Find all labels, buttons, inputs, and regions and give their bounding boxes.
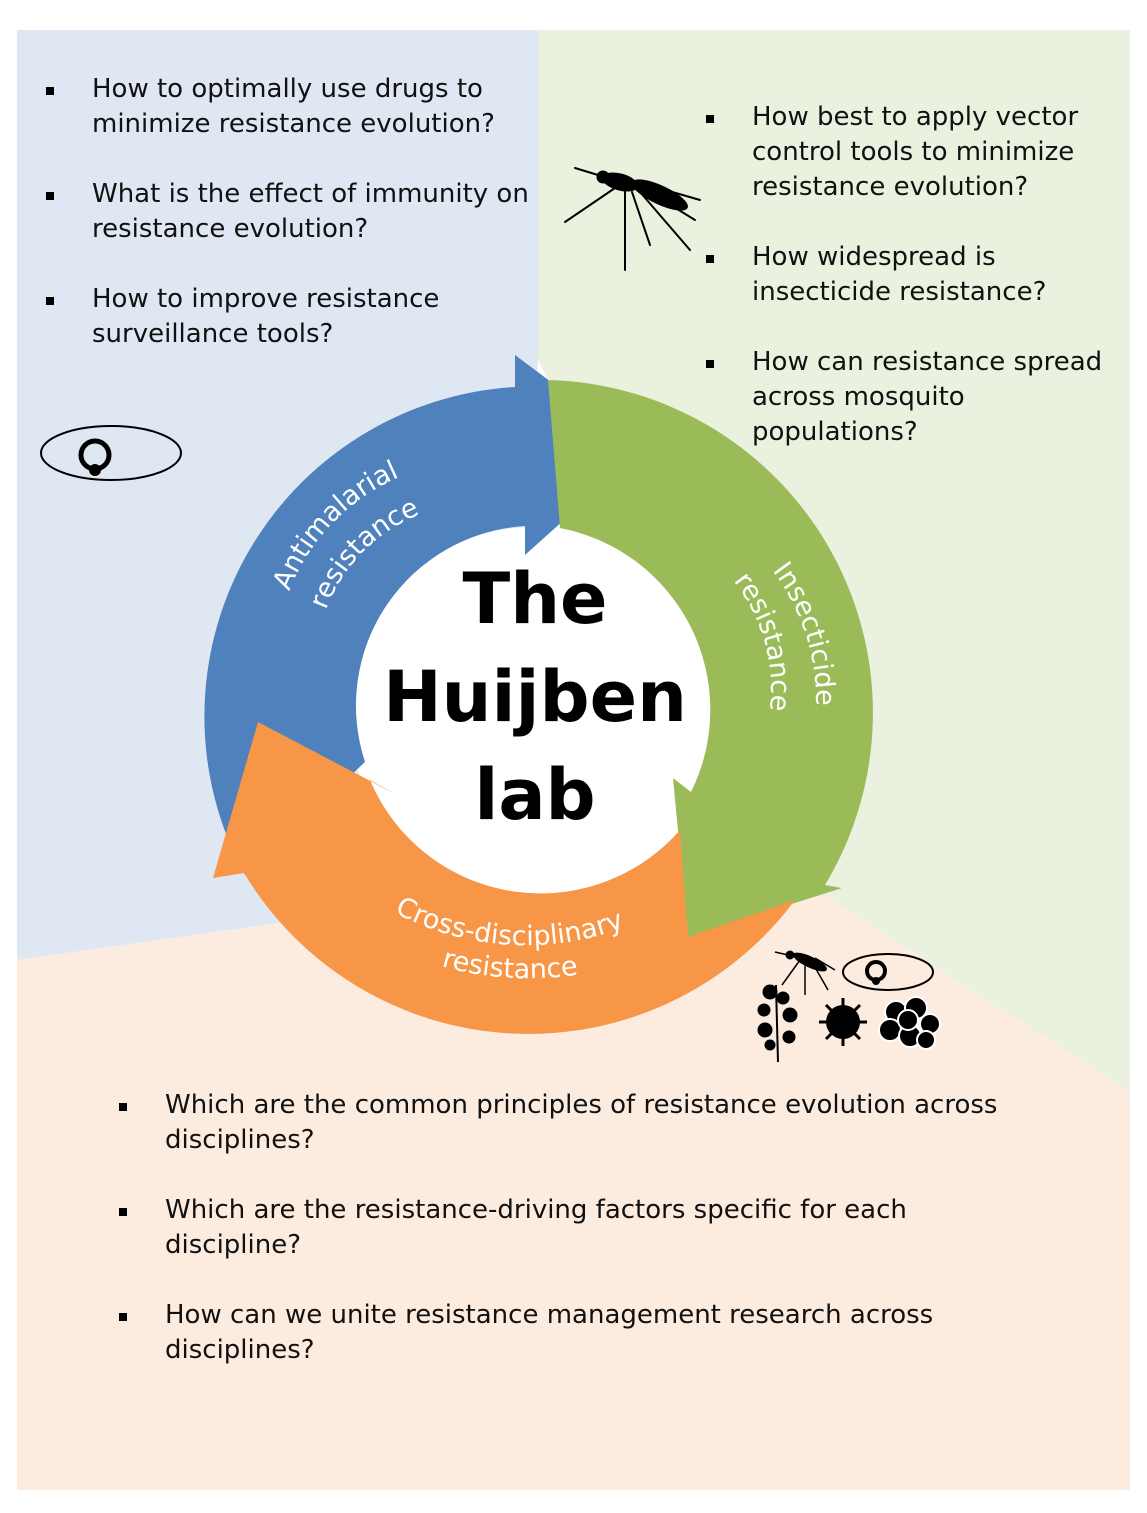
question-item: How can we unite resistance management r… bbox=[119, 1298, 1019, 1368]
antimalarial-arrow bbox=[204, 355, 642, 875]
insecticide-arrow bbox=[548, 380, 873, 937]
question-item: Which are the common principles of resis… bbox=[119, 1088, 1019, 1158]
small-mosquito-icon bbox=[774, 950, 836, 995]
mosquito-icon bbox=[564, 167, 701, 271]
antimalarial-questions: How to optimally use drugs to minimize r… bbox=[46, 72, 536, 387]
parasite-icon bbox=[40, 425, 182, 481]
lab-name-line3: lab bbox=[474, 754, 596, 836]
question-item: How to improve resistance surveillance t… bbox=[46, 282, 536, 352]
question-item: How can resistance spread across mosquit… bbox=[706, 345, 1126, 450]
insecticide-questions: How best to apply vector control tools t… bbox=[706, 100, 1126, 485]
question-item: How widespread is insecticide resistance… bbox=[706, 240, 1126, 310]
cell-cluster-icon bbox=[878, 996, 941, 1050]
center-circle bbox=[348, 527, 718, 897]
question-item: Which are the resistance-driving factors… bbox=[119, 1193, 1019, 1263]
lab-name-line2: Huijben bbox=[383, 656, 687, 738]
virus-icon bbox=[819, 998, 867, 1046]
question-item: How best to apply vector control tools t… bbox=[706, 100, 1126, 205]
plant-icon bbox=[757, 984, 798, 1063]
lab-name: The Huijben lab bbox=[363, 550, 707, 844]
cross-disciplinary-questions: Which are the common principles of resis… bbox=[119, 1088, 1019, 1403]
question-item: How to optimally use drugs to minimize r… bbox=[46, 72, 536, 142]
small-parasite-icon bbox=[842, 953, 934, 991]
question-item: What is the effect of immunity on resist… bbox=[46, 177, 536, 247]
cross-disciplinary-arrow bbox=[213, 722, 795, 1034]
lab-name-line1: The bbox=[462, 558, 608, 640]
